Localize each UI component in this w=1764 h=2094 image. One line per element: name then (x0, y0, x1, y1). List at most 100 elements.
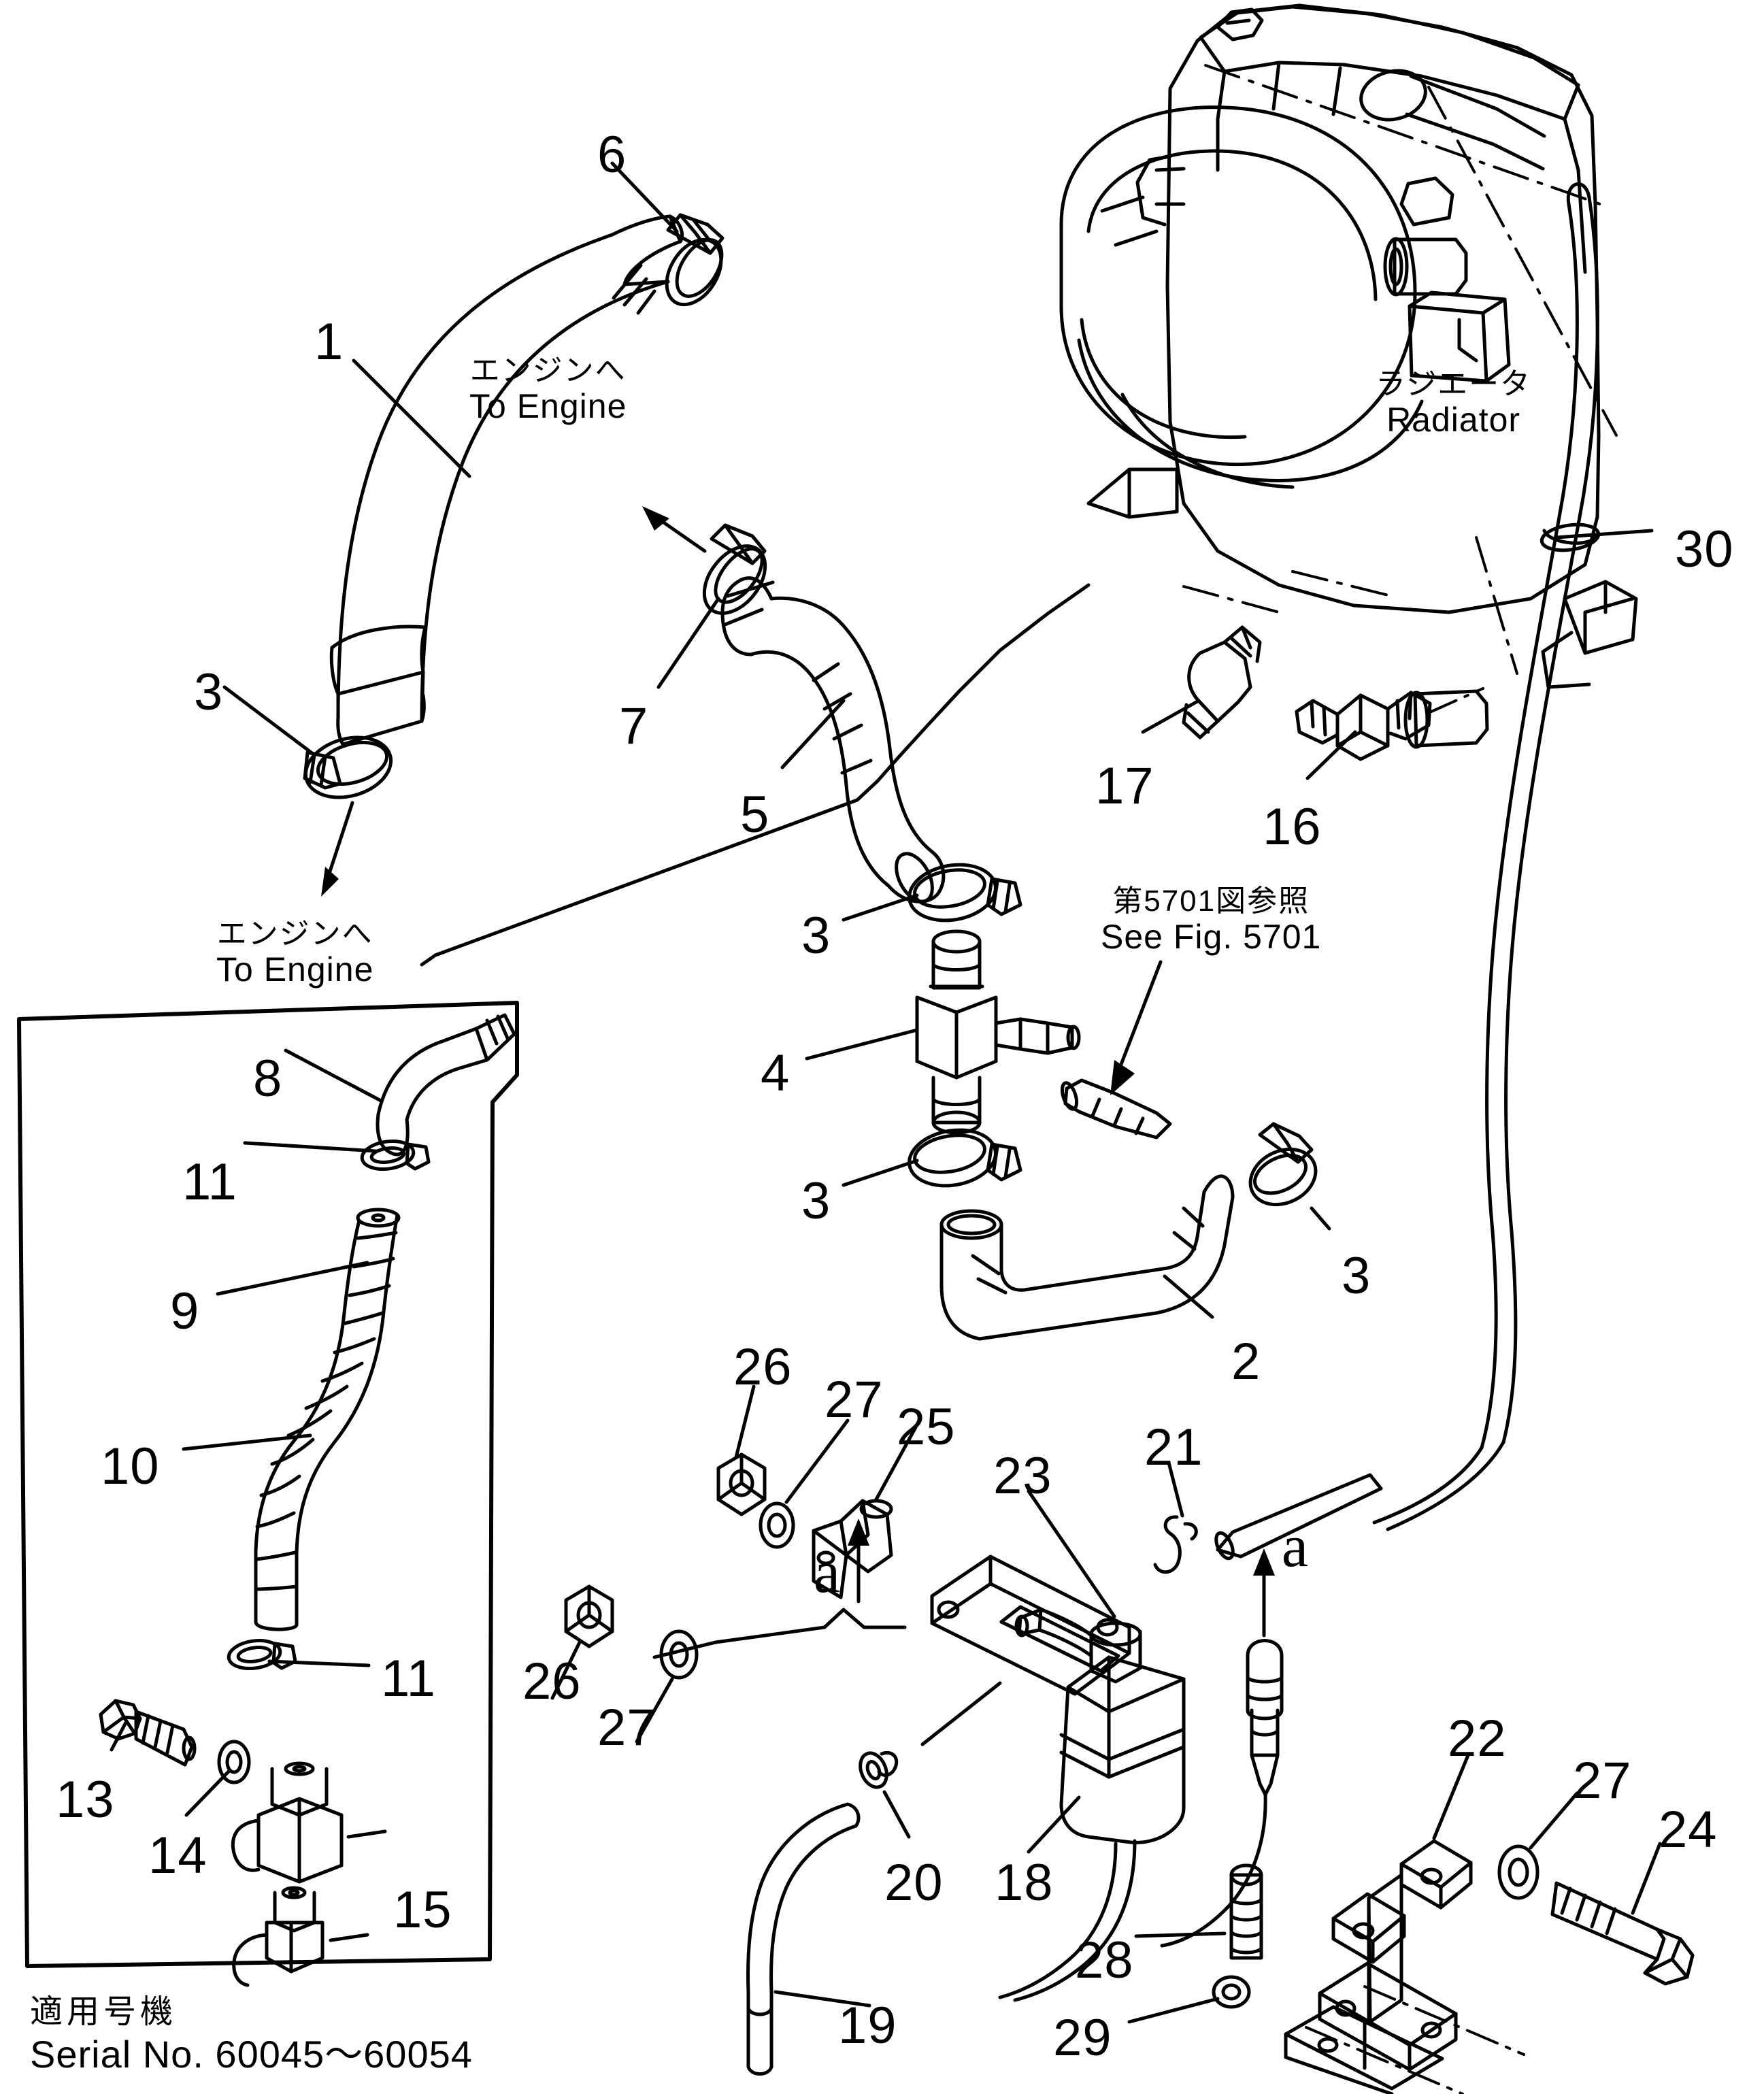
callout-18: 18 (995, 1854, 1054, 1912)
annotation-radiator-en: Radiator (1386, 401, 1521, 439)
serial-note-jp: 適用号機 (30, 1994, 178, 2030)
callout-6: 6 (597, 126, 627, 184)
leader-21 (1167, 1461, 1184, 1518)
clamp-11a (360, 1140, 431, 1171)
clamp-6 (665, 213, 725, 307)
callout-24: 24 (1659, 1801, 1718, 1859)
radiator-body (1059, 3, 1638, 749)
callout-3-c: 3 (801, 1172, 831, 1230)
leader-26b (550, 1640, 582, 1700)
callout-20: 20 (884, 1854, 944, 1912)
callout-27-c: 27 (1573, 1752, 1632, 1810)
box-link-line (420, 779, 880, 967)
callout-29: 29 (1053, 2009, 1112, 2067)
callout-26-a: 26 (733, 1338, 793, 1396)
clamp-11b (227, 1639, 297, 1670)
bracket-22 (1318, 1839, 1473, 2072)
reservoir-18 (998, 1608, 1186, 2002)
pipe-5701 (1060, 1078, 1172, 1140)
callout-5: 5 (740, 786, 770, 844)
leader-7 (656, 597, 720, 689)
overflow-tube-outer (1501, 195, 1599, 1444)
hose-9-10 (254, 1208, 401, 1631)
connector-4 (915, 929, 1081, 1135)
callout-15: 15 (393, 1881, 452, 1939)
callout-23: 23 (993, 1447, 1052, 1505)
leader-3d (1310, 1206, 1331, 1231)
section-label-a-left: a (814, 1540, 841, 1606)
clamp-7 (702, 523, 767, 615)
box-link-line-2 (876, 583, 1091, 783)
bolt-24 (1550, 1881, 1695, 1986)
callout-3-a: 3 (194, 663, 224, 721)
callout-25: 25 (897, 1398, 956, 1456)
washer-29 (1212, 1975, 1251, 2009)
annotation-to-engine-top-jp: エンジンへ (469, 354, 627, 387)
callout-8: 8 (253, 1050, 283, 1108)
washer-14 (217, 1740, 251, 1784)
leader-26a (734, 1384, 756, 1459)
leader-27a (784, 1418, 850, 1504)
leader-22 (1432, 1753, 1470, 1840)
annotation-see-fig-en: See Fig. 5701 (1101, 918, 1322, 957)
callout-13: 13 (56, 1771, 115, 1829)
annotation-to-engine-left-en: To Engine (216, 950, 374, 989)
leader-27b (635, 1677, 674, 1744)
section-label-a-right: a (1282, 1514, 1309, 1580)
clip-20 (859, 1751, 899, 1789)
annotation-see-fig: 第5701図参照 See Fig. 5701 (1101, 884, 1321, 956)
leader-3a (222, 685, 315, 756)
callout-30: 30 (1675, 520, 1734, 578)
callout-4: 4 (761, 1044, 791, 1102)
leader-18 (1027, 1795, 1081, 1854)
fitting-16 (1295, 691, 1432, 761)
washer-27a (759, 1501, 795, 1549)
callout-10: 10 (101, 1437, 160, 1495)
leader-25 (874, 1425, 918, 1501)
annotation-to-engine-left: エンジンへ To Engine (216, 917, 373, 988)
callout-22: 22 (1448, 1710, 1507, 1767)
leader-4 (805, 1028, 919, 1061)
overflow-tube-inner (1480, 202, 1579, 1450)
leader-23 (1027, 1489, 1116, 1618)
annotation-see-fig-jp: 第5701図参照 (1112, 884, 1310, 918)
annotation-radiator-jp: ラジエータ (1376, 367, 1532, 401)
rod-21 (1214, 1473, 1383, 1561)
arrow-to-engine-left (326, 801, 354, 880)
callout-3-b: 3 (801, 907, 831, 965)
callout-1: 1 (314, 313, 344, 371)
leader-17 (1141, 699, 1201, 734)
clamp-3b (908, 863, 1022, 923)
hose-5 (720, 576, 946, 903)
nut-26a (716, 1452, 767, 1516)
clamp-3a (303, 735, 393, 799)
nut-26b (564, 1584, 614, 1648)
bolt-13 (99, 1699, 197, 1767)
leader-28 (1134, 1931, 1227, 1938)
hose-1 (329, 214, 684, 746)
leader-20 (882, 1790, 911, 1839)
washer-27c (1497, 1844, 1540, 1900)
serial-note-en: Serial No. 60045〜60054 (30, 2032, 473, 2076)
leader-1 (352, 359, 471, 478)
leader-16 (1305, 730, 1357, 780)
annotation-to-engine-top: エンジンへ To Engine (469, 354, 627, 425)
leader-14 (184, 1769, 231, 1817)
clamp-3d (1248, 1122, 1318, 1207)
callout-27-b: 27 (597, 1699, 656, 1757)
leader-3c (842, 1159, 919, 1187)
leader-11a (243, 1141, 378, 1153)
fitting-17 (1182, 625, 1262, 739)
serial-note: 適用号機 Serial No. 60045〜60054 (30, 1993, 473, 2077)
leader-24 (1631, 1842, 1662, 1915)
callout-3-d: 3 (1342, 1247, 1371, 1305)
annotation-to-engine-top-en: To Engine (469, 387, 627, 426)
washer-27b (659, 1629, 699, 1680)
leader-10 (182, 1433, 312, 1451)
hose-19 (746, 1802, 861, 2076)
callout-26-b: 26 (522, 1652, 582, 1710)
callout-11-b: 11 (381, 1650, 436, 1708)
leader-18b (920, 1681, 1002, 1746)
callout-11-a: 11 (182, 1153, 237, 1211)
